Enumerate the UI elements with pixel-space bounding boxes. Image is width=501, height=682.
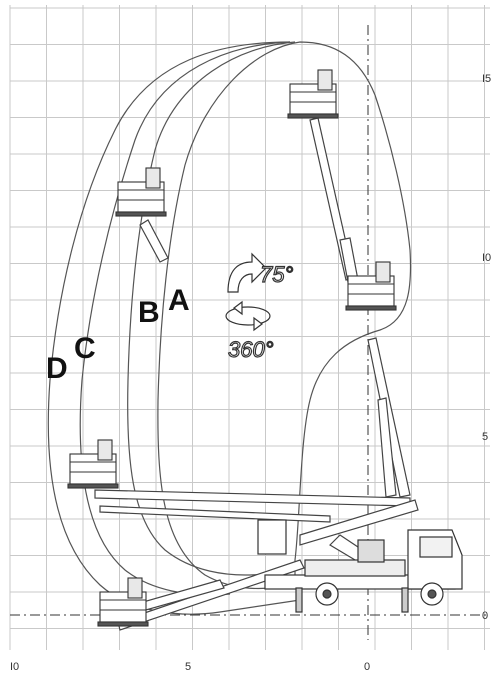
zone-label-d: D [46, 352, 68, 385]
curved-arrow-up-right-icon [227, 252, 267, 293]
y-tick-label: I5 [482, 73, 491, 85]
x-tick-label: I0 [10, 661, 19, 673]
truck-cab-window [419, 536, 453, 558]
circular-rotation-arrows-icon [225, 300, 271, 332]
platform-control-box [97, 439, 113, 461]
outrigger-rear [295, 587, 303, 613]
platform-basket [115, 167, 167, 217]
y-tick-label: 0 [482, 610, 488, 622]
platform-control-box [127, 577, 143, 599]
platform-floor [67, 483, 119, 489]
zone-label-b: B [138, 296, 160, 329]
zone-label-c: C [74, 332, 96, 365]
truck-wheel-rear-hub [322, 589, 332, 599]
boom-upper-left-position [139, 219, 169, 263]
platform-floor [287, 113, 339, 119]
platform-control-box [375, 261, 391, 283]
envelope-b [127, 41, 296, 576]
y-tick-label: I0 [482, 252, 491, 264]
outrigger-front [401, 587, 409, 613]
platform-floor [345, 305, 397, 311]
envelope-a [157, 41, 412, 590]
envelope-c [79, 41, 291, 596]
platform-control-box [317, 69, 333, 91]
truck-wheel-front-hub [427, 589, 437, 599]
platform-floor [97, 621, 149, 627]
x-tick-label: 5 [185, 661, 191, 673]
boom-top-position [309, 117, 359, 283]
truck [257, 519, 463, 613]
boom-mid-right-position [367, 337, 411, 498]
truck-body-box [304, 559, 406, 577]
boom-horizontal-position [94, 489, 411, 523]
platform-basket [345, 261, 397, 311]
zone-label-a: A [168, 284, 190, 317]
x-tick-label: 0 [364, 661, 370, 673]
x-axis-ticks: I0 5 0 [10, 661, 370, 673]
platform-control-box [145, 167, 161, 189]
platform-floor [115, 211, 167, 217]
grid [9, 5, 490, 650]
y-tick-label: 5 [482, 431, 488, 443]
platform-basket [287, 69, 339, 119]
turret-rotation-label: 360° [228, 337, 274, 362]
stowed-platform [257, 519, 287, 555]
boom-rotation-label: 75° [260, 262, 293, 287]
platform-basket [97, 577, 149, 627]
turret [357, 539, 385, 563]
platform-basket [67, 439, 119, 489]
